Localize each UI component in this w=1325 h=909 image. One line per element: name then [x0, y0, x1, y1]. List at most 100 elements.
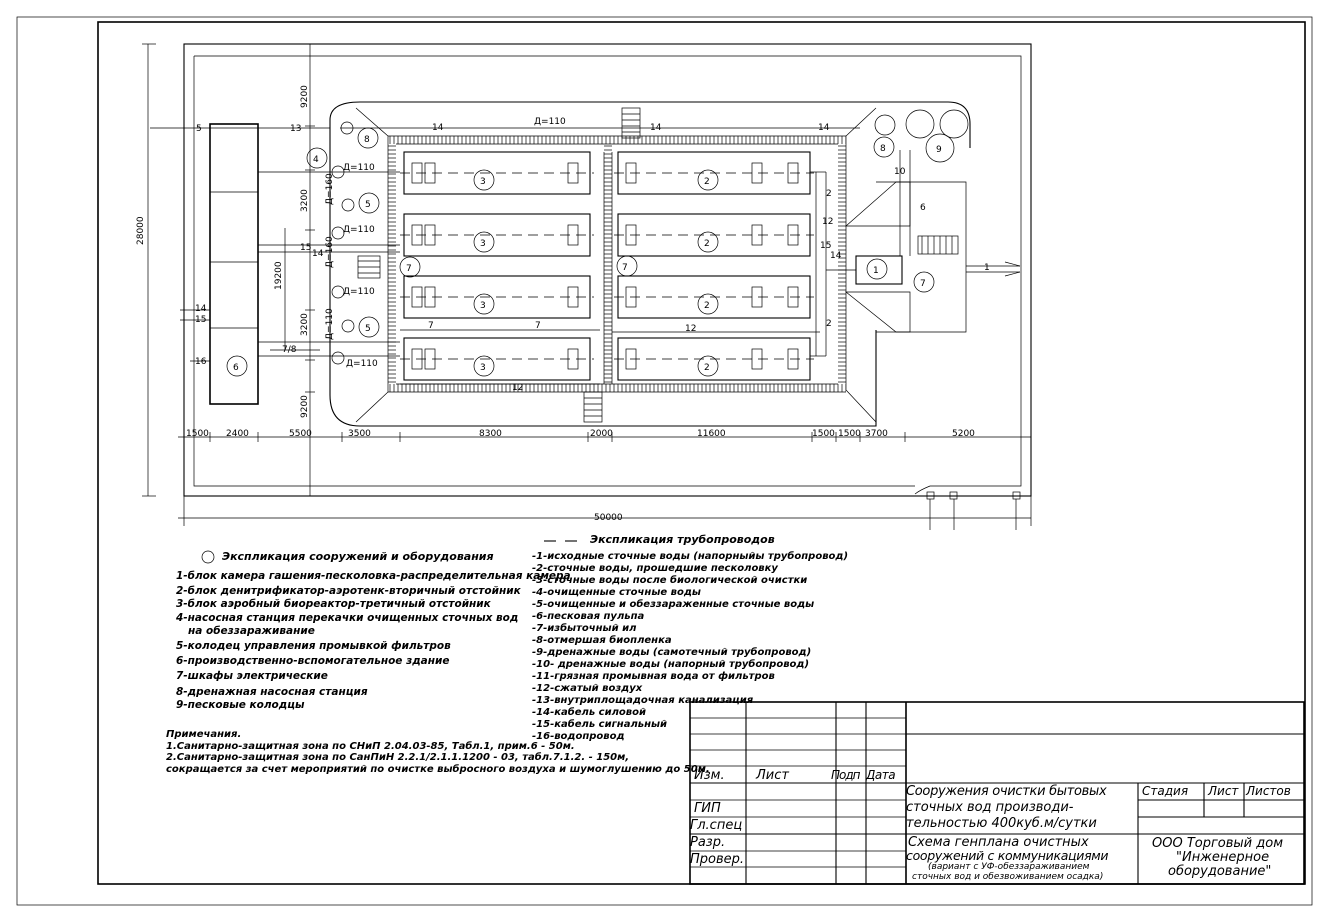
- legend-structure-item: 5-колодец управления промывкой фильтров: [176, 640, 451, 653]
- label-7-mid: 7: [622, 263, 628, 273]
- label-5-top: 5: [365, 200, 371, 210]
- dim-3200-b: 3200: [300, 313, 310, 336]
- legend-pipes-title: Экспликация трубопроводов: [590, 533, 775, 546]
- dim-1500-b: 1500: [812, 429, 835, 439]
- label-14-top-a: 14: [432, 123, 444, 133]
- label-5-bot: 5: [365, 324, 371, 334]
- legend-pipe-item: -14-кабель силовой: [532, 707, 646, 718]
- left-dimension-lines: [142, 43, 315, 497]
- bottom-dimension-lines: [178, 430, 1032, 526]
- blocks-3: [400, 151, 594, 381]
- dim-19200: 19200: [274, 261, 284, 290]
- notes-line: 2.Санитарно-защитная зона по СанПиН 2.2.…: [166, 752, 630, 763]
- label-14-left: 14: [195, 304, 207, 314]
- stamp-sheet-4: сточных вод и обезвоживанием осадка): [912, 872, 1104, 882]
- legend-structure-item: 8-дренажная насосная станция: [176, 685, 368, 698]
- label-15-right: 15: [820, 241, 831, 251]
- legend-pipe-item: -4-очищенные сточные воды: [532, 587, 701, 598]
- label-2-3: 2: [704, 301, 710, 311]
- stamp-org-2: "Инженерное: [1176, 850, 1270, 865]
- internal-pipes: [340, 127, 860, 385]
- label-d110-c: Д=110: [343, 287, 375, 297]
- label-3-2: 3: [480, 239, 486, 249]
- label-12-c: 12: [822, 217, 833, 227]
- stamp-prover: Провер.: [690, 852, 745, 867]
- dim-3200-a: 3200: [300, 189, 310, 212]
- legend-pipe-item: -9-дренажные воды (самотечный трубопрово…: [532, 647, 812, 658]
- legend-pipe-item: -10- дренажные воды (напорный трубопрово…: [532, 659, 810, 670]
- legend-pipe-item: -12-сжатый воздух: [532, 683, 643, 694]
- label-14-top-c: 14: [818, 123, 830, 133]
- legend-pipe-item: -16-водопровод: [532, 731, 625, 742]
- stamp-glspec: Гл.спец: [690, 818, 743, 833]
- notes: Примечания. 1.Санитарно-защитная зона по…: [166, 729, 710, 775]
- legend-pipe-item: -13-внутриплощадочная канализация: [532, 695, 754, 706]
- label-3-3: 3: [480, 301, 486, 311]
- block-1-area: [845, 109, 1021, 333]
- label-d110-top: Д=110: [534, 117, 566, 127]
- stamp-sheet: Лист: [1208, 784, 1239, 798]
- label-1-pipe: 1: [984, 263, 990, 273]
- title-block: [689, 701, 1305, 885]
- stamp-podp: Подп: [831, 768, 860, 782]
- stairs: [583, 107, 641, 423]
- label-13: 13: [290, 124, 301, 134]
- legend-structure-item: 1-блок камера гашения-песколовка-распред…: [176, 570, 571, 582]
- left-wells: [306, 121, 421, 365]
- stamp-title-2: сточных вод производи-: [906, 800, 1074, 815]
- pipes-left: [150, 127, 400, 362]
- utility-connections: [926, 491, 1021, 530]
- fence-inner-left: [193, 56, 915, 487]
- label-2-1: 2: [704, 177, 710, 187]
- stamp-sheet-1: Схема генплана очистных: [908, 835, 1089, 850]
- dim-50000: 50000: [594, 513, 623, 523]
- road-left-bottom: [329, 120, 877, 427]
- stamp-org-3: оборудование": [1168, 864, 1272, 879]
- notes-line: сокращается за счет мероприятий по очист…: [166, 763, 710, 775]
- dim-3700: 3700: [865, 429, 888, 439]
- label-d110-b: Д=110: [343, 225, 375, 235]
- label-15-left: 15: [195, 315, 206, 325]
- legend-pipe-item: -6-песковая пульпа: [532, 611, 645, 622]
- label-7-8-left: 7/8: [282, 345, 297, 355]
- legend-structure-item: 9-песковые колодцы: [176, 698, 305, 711]
- legend-structure-item: 4-насосная станция перекачки очищенных с…: [176, 611, 519, 624]
- site-boundary: [183, 43, 1032, 497]
- dim-3500: 3500: [348, 429, 371, 439]
- label-8-right: 8: [880, 144, 886, 154]
- stamp-data: Дата: [866, 768, 896, 782]
- label-14-right: 14: [830, 251, 842, 261]
- dim-9200-top: 9200: [300, 85, 310, 108]
- label-1: 1: [873, 266, 879, 276]
- stamp-title-1: Сооружения очистки бытовых: [906, 784, 1107, 799]
- label-14-top-b: 14: [650, 123, 662, 133]
- embankment: [355, 107, 877, 423]
- building-6: [209, 123, 259, 405]
- dim-2000: 2000: [590, 429, 613, 439]
- dim-11600: 11600: [697, 429, 726, 439]
- label-16: 16: [195, 357, 207, 367]
- label-2-pipe-b: 2: [826, 319, 832, 329]
- legend-pipes-list: -1-исходные сточные воды (напорныйы труб…: [532, 551, 848, 743]
- legend-pipe-item: -2-сточные воды, прошедшие песколовку: [532, 563, 778, 574]
- blocks-2: [614, 151, 814, 381]
- notes-title: Примечания.: [166, 729, 242, 740]
- label-2-pipe-a: 2: [826, 189, 832, 199]
- legend-pipe-item: -15-кабель сигнальный: [532, 719, 668, 730]
- stamp-list: Лист: [756, 768, 789, 783]
- legend-structures-list: 1-блок камера гашения-песколовка-распред…: [176, 570, 571, 712]
- legend-structure-item: на обеззараживание: [188, 624, 315, 637]
- dim-2400: 2400: [226, 429, 249, 439]
- legend-structure-item: 7-шкафы электрические: [176, 670, 328, 683]
- stamp-sheet-3: (вариант с УФ-обеззараживанием: [928, 862, 1090, 872]
- label-12-a: 12: [685, 324, 696, 334]
- label-5-pipe: 5: [196, 124, 202, 134]
- dim-5200: 5200: [952, 429, 975, 439]
- legend-pipe-item: -11-грязная промывная вода от фильтров: [532, 671, 775, 682]
- legend-structures-title: Экспликация сооружений и оборудования: [222, 550, 494, 563]
- legend-structure-item: 3-блок аэробный биореактор-третичный отс…: [176, 598, 491, 611]
- outer-frame: [16, 16, 1313, 906]
- label-7-right: 7: [920, 279, 926, 289]
